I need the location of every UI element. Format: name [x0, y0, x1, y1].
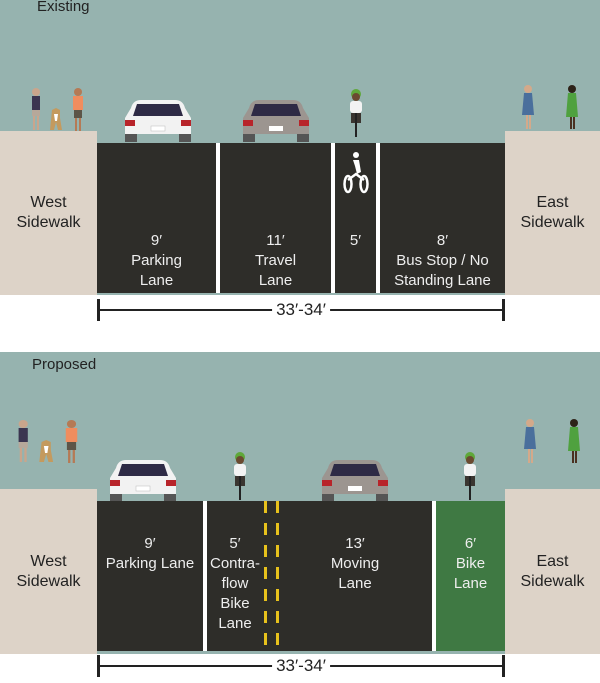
lane-name: Bike	[455, 555, 486, 572]
dimension-tick	[502, 655, 505, 677]
dimension-tick	[502, 299, 505, 321]
lane-name: Lane	[258, 272, 293, 289]
lane-name: Moving	[330, 555, 380, 572]
pedestrians-west-icon	[32, 88, 83, 131]
roadway	[97, 143, 505, 293]
lane-width: 9′	[150, 232, 163, 249]
lane-width: 11′	[266, 232, 285, 249]
lane-name: Travel	[254, 252, 297, 269]
lane-width: 9′	[144, 535, 156, 552]
yellow-centerline	[264, 501, 267, 651]
proposed-title: Proposed	[32, 356, 97, 373]
lane-divider	[216, 143, 220, 293]
east-sidewalk-label-1: East	[536, 194, 569, 211]
lane-width: 6′	[464, 535, 477, 552]
bike-lane: 5′	[335, 231, 376, 251]
pedestrians-west-icon	[18, 420, 78, 463]
bike-symbol-icon	[343, 152, 369, 194]
parking-lane: 9′ Parking Lane	[97, 231, 216, 291]
dimension-tick	[97, 655, 100, 677]
lane-name: Contra-	[209, 555, 261, 572]
parking-lane: 9′ Parking Lane	[97, 534, 203, 574]
lane-name: Bike	[220, 595, 250, 612]
yellow-centerline	[276, 501, 279, 651]
gray-car-icon	[322, 460, 388, 502]
cyclist-icon	[464, 452, 476, 500]
proposed-section: Proposed West Sidewalk East Sidewalk 9′ …	[0, 352, 600, 654]
existing-title: Existing	[37, 0, 90, 15]
west-sidewalk: West Sidewalk	[0, 489, 97, 654]
west-sidewalk-label-1: West	[30, 194, 67, 211]
west-sidewalk-label-2: Sidewalk	[16, 214, 81, 231]
lane-name: Standing Lane	[394, 272, 491, 289]
lane-name: Lane	[453, 575, 488, 592]
existing-section: Existing West Sidewalk East Sidewalk 9′ …	[0, 0, 600, 295]
lane-name: Lane	[338, 575, 372, 592]
lane-divider	[331, 143, 335, 293]
lane-name: flow	[221, 575, 249, 592]
travel-lane: 11′ Travel Lane	[220, 231, 331, 291]
lane-name: Parking Lane	[105, 555, 195, 572]
contraflow-bike-lane: 5′ Contra- flow Bike Lane	[207, 534, 263, 634]
bike-lane: 6′ Bike Lane	[436, 534, 505, 594]
lane-name: Parking	[131, 252, 182, 269]
west-sidewalk: West Sidewalk	[0, 131, 97, 295]
east-sidewalk-label-2: Sidewalk	[520, 572, 585, 590]
east-sidewalk: East Sidewalk	[505, 489, 600, 654]
lane-width: 8′	[436, 232, 449, 249]
pedestrians-east-icon	[524, 419, 580, 463]
east-sidewalk: East Sidewalk	[505, 131, 600, 295]
moving-lane: 13′ Moving Lane	[300, 534, 410, 594]
white-car-icon	[124, 99, 192, 143]
lane-divider	[376, 143, 380, 293]
existing-dimension: 33′-34′	[97, 299, 505, 321]
white-car-icon	[109, 459, 177, 503]
lane-width: 13′	[345, 535, 365, 552]
green-bike-lane-surface	[436, 501, 505, 651]
dimension-label: 33′-34′	[272, 655, 330, 677]
contraflow-cyclist-icon	[234, 452, 246, 500]
gray-car-icon	[243, 100, 309, 142]
dimension-label: 33′-34′	[272, 299, 330, 321]
lane-width: 5′	[349, 232, 362, 249]
east-sidewalk-label-1: East	[536, 552, 569, 570]
lane-name: Lane	[218, 615, 252, 632]
lane-width: 5′	[229, 535, 241, 552]
lane-name: Lane	[139, 272, 174, 289]
cyclist-icon	[350, 89, 362, 137]
proposed-dimension: 33′-34′	[97, 655, 505, 677]
dimension-tick	[97, 299, 100, 321]
west-sidewalk-label-1: West	[30, 552, 67, 570]
lane-name: Bus Stop / No	[396, 252, 489, 269]
east-sidewalk-label-2: Sidewalk	[520, 214, 585, 231]
lane-divider	[432, 501, 436, 651]
pedestrians-east-icon	[522, 85, 578, 129]
west-sidewalk-label-2: Sidewalk	[16, 572, 81, 590]
lane-divider	[203, 501, 207, 651]
bus-stop-lane: 8′ Bus Stop / No Standing Lane	[380, 231, 505, 291]
